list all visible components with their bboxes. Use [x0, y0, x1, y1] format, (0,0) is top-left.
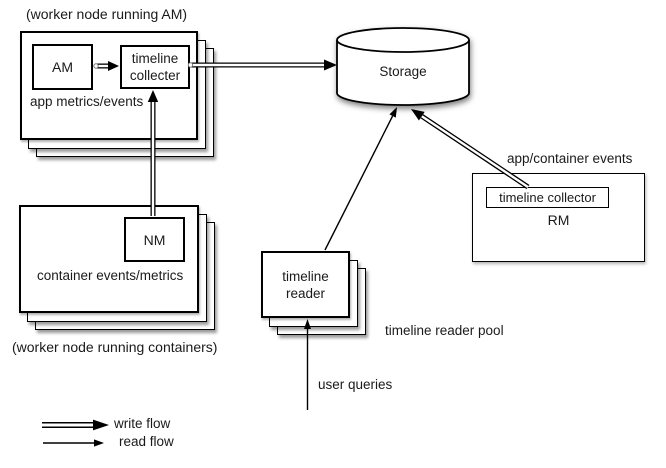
timeline-reader-label: timeline reader: [282, 268, 329, 301]
worker-am-caption: (worker node running AM): [26, 6, 188, 22]
worker-containers-node-box: NM container events/metrics: [19, 205, 199, 313]
am-box-label: AM: [52, 59, 73, 75]
user-queries-label: user queries: [318, 377, 393, 392]
am-timeline-collector-label: timeline collecter: [129, 51, 181, 83]
rm-timeline-collector-box: timeline collector: [486, 187, 609, 208]
reader-to-storage-read-arrow: [324, 107, 397, 251]
timeline-reader-box: timeline reader: [261, 251, 350, 318]
container-events-metrics-label: container events/metrics: [37, 268, 184, 283]
worker-containers-stack: NM container events/metrics: [19, 205, 215, 330]
worker-am-stack: AM timeline collecter app metrics/events: [20, 31, 214, 157]
rm-box: timeline collector RM: [472, 173, 645, 262]
user-queries-read-arrow: [304, 319, 311, 410]
legend-read-arrow: [43, 439, 104, 447]
app-container-events-label: app/container events: [507, 151, 633, 166]
legend-write-arrow: [42, 419, 109, 431]
worker-am-node-box: AM timeline collecter app metrics/events: [20, 31, 198, 140]
rm-collector-to-storage-write-arrow: [411, 109, 530, 190]
worker-containers-caption: (worker node running containers): [12, 339, 218, 355]
storage-label: Storage: [379, 64, 427, 79]
collector-to-storage-write-arrow: [187, 59, 337, 71]
am-box: AM: [32, 44, 93, 90]
nm-to-collector-write-arrow: [147, 90, 159, 216]
legend-read-flow-label: read flow: [119, 434, 174, 449]
rm-label: RM: [547, 212, 570, 228]
nm-box: NM: [124, 217, 185, 262]
storage-cylinder: [336, 27, 470, 106]
app-metrics-events-label: app metrics/events: [30, 94, 144, 109]
rm-timeline-collector-label: timeline collector: [499, 190, 596, 205]
legend-write-flow-label: write flow: [114, 416, 171, 431]
am-timeline-collector-box: timeline collecter: [120, 45, 190, 89]
timeline-reader-pool-label: timeline reader pool: [385, 323, 504, 338]
am-to-collector-write-arrow: [93, 61, 119, 71]
nm-box-label: NM: [143, 231, 166, 248]
timeline-reader-stack: timeline reader: [261, 251, 366, 335]
